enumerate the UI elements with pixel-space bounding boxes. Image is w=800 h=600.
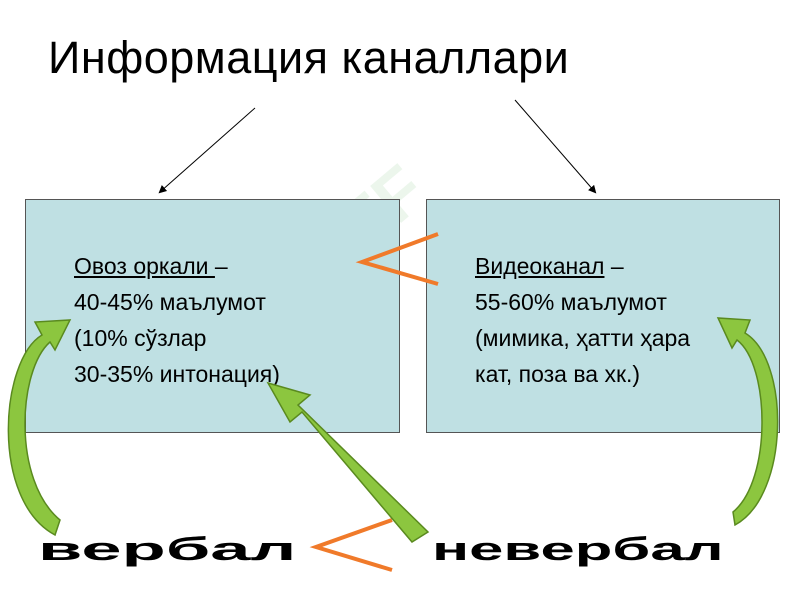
nonverbal-curve-arrow xyxy=(716,317,779,527)
video-channel-box: Видеоканал – 55-60% маълумот (мимика, ҳа… xyxy=(426,199,780,433)
video-channel-dash: – xyxy=(604,253,624,279)
verbal-label: вербал xyxy=(38,532,297,568)
audio-channel-intonation: 30-35% интонация) xyxy=(74,361,280,387)
audio-channel-percent: 40-45% маълумот xyxy=(74,289,266,315)
audio-channel-text: Овоз оркали – 40-45% маълумот (10% сўзла… xyxy=(74,248,280,392)
video-channel-percent: 55-60% маълумот xyxy=(475,289,667,315)
audio-channel-words: (10% сўзлар xyxy=(74,325,207,351)
comparison-sign-top xyxy=(355,232,439,286)
verbal-curve-arrow xyxy=(7,319,72,537)
video-channel-mimics: (мимика, ҳатти ҳара xyxy=(475,325,691,351)
nonverbal-to-intonation-arrow xyxy=(266,381,430,543)
title-to-audio-arrow xyxy=(158,107,256,194)
page-title: Информация каналлари xyxy=(48,32,570,83)
audio-channel-box: Овоз оркали – 40-45% маълумот (10% сўзла… xyxy=(25,199,400,433)
video-channel-heading: Видеоканал xyxy=(475,253,605,279)
comparison-sign-bottom xyxy=(309,518,393,572)
audio-channel-heading: Овоз оркали xyxy=(74,253,215,279)
title-to-video-arrow xyxy=(514,99,597,194)
nonverbal-label: невербал xyxy=(432,532,724,568)
video-channel-pose: кат, поза ва хк.) xyxy=(475,361,641,387)
video-channel-text: Видеоканал – 55-60% маълумот (мимика, ҳа… xyxy=(475,248,690,392)
audio-channel-dash: – xyxy=(214,253,228,279)
